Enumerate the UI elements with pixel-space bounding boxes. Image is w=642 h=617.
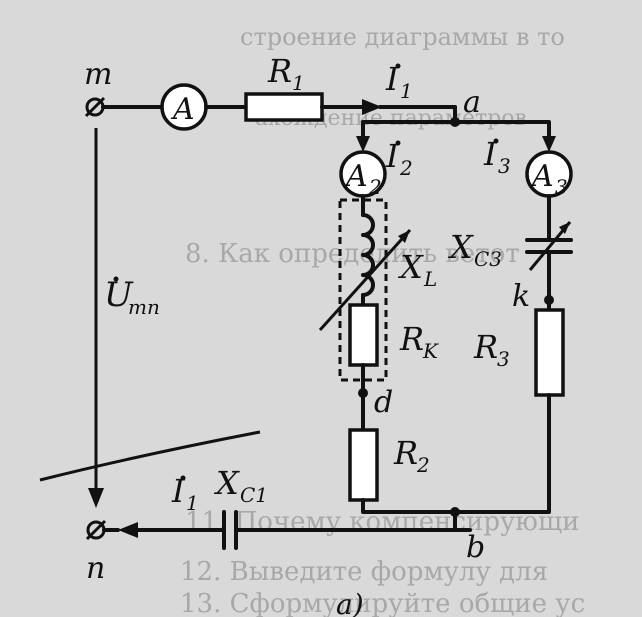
label-a: a bbox=[463, 85, 481, 120]
I1-bottom-dot bbox=[180, 475, 186, 481]
label-I2-sub: 2 bbox=[399, 156, 413, 180]
label-R2: R bbox=[393, 434, 418, 472]
label-Umn: U bbox=[104, 275, 134, 315]
bg-text-5: 12. Выведите формулу для bbox=[180, 557, 548, 587]
bg-text-3: 8. Как определить ветот bbox=[185, 239, 520, 269]
voltage-arrow bbox=[39, 128, 261, 508]
label-b: b bbox=[466, 530, 485, 565]
variable-inductor-arrow bbox=[318, 228, 412, 332]
label-I1-top: I bbox=[385, 60, 400, 98]
label-R3-sub: 3 bbox=[497, 347, 510, 371]
label-XL: X bbox=[397, 248, 424, 286]
label-m: m bbox=[84, 57, 112, 92]
I2-dot bbox=[395, 140, 401, 146]
label-XC3-sub: C3 bbox=[474, 247, 502, 271]
label-RK: R bbox=[399, 320, 424, 358]
inductor-XL bbox=[361, 213, 375, 297]
label-XC1: X bbox=[213, 464, 240, 502]
label-R1: R bbox=[267, 52, 292, 90]
ammeter-A2-sub: 2 bbox=[368, 175, 382, 199]
middle-branch bbox=[318, 150, 457, 514]
bg-text-6: 13. Сформулируйте общие ус bbox=[180, 589, 585, 617]
ammeter-A3-label: A bbox=[529, 159, 554, 194]
current-I3-arrow-icon bbox=[542, 136, 556, 152]
terminal-n bbox=[86, 520, 106, 540]
ammeter-A3-sub: 3 bbox=[555, 175, 568, 199]
label-I1-top-sub: 1 bbox=[400, 79, 413, 103]
label-I3: I bbox=[483, 135, 498, 173]
I3-dot bbox=[493, 138, 499, 144]
pencil-mark bbox=[39, 430, 261, 482]
resistor-R2 bbox=[348, 428, 379, 502]
wire-R2-b bbox=[361, 498, 457, 514]
label-d: d bbox=[374, 385, 393, 420]
current-I1-arrow-icon bbox=[362, 99, 382, 115]
node-k-dot bbox=[544, 295, 554, 305]
top-branch bbox=[84, 83, 460, 131]
wire-R3-b bbox=[453, 393, 551, 514]
terminal-m-slash bbox=[84, 96, 106, 118]
coil-enclosure bbox=[338, 198, 388, 382]
bottom-branch bbox=[85, 507, 472, 550]
label-I3-sub: 3 bbox=[498, 154, 511, 178]
label-Umn-sub: mn bbox=[128, 295, 160, 319]
label-XL-sub: L bbox=[423, 267, 437, 291]
I1-top-dot bbox=[395, 63, 401, 69]
label-n: n bbox=[86, 551, 105, 586]
resistor-R1 bbox=[244, 92, 324, 122]
label-k: k bbox=[512, 279, 530, 314]
split-a bbox=[356, 120, 556, 152]
figure-caption: a) bbox=[336, 588, 364, 617]
label-XC3: X bbox=[447, 228, 474, 266]
current-I2-arrow-icon bbox=[356, 136, 370, 152]
label-I1-bottom-sub: 1 bbox=[186, 491, 199, 515]
label-I2: I bbox=[385, 137, 400, 175]
label-R1-sub: 1 bbox=[292, 71, 305, 95]
voltage-Umn-arrow-icon bbox=[88, 488, 104, 508]
background-text: строение диаграммы в то ахождение параме… bbox=[180, 23, 585, 617]
label-R3: R bbox=[473, 328, 498, 366]
current-I1-bottom-arrow-icon bbox=[118, 522, 138, 538]
label-XC1-sub: C1 bbox=[240, 483, 268, 507]
variable-cap-arrow-head-icon bbox=[559, 222, 570, 234]
right-branch bbox=[453, 150, 573, 514]
ammeter-A2-label: A bbox=[343, 159, 368, 194]
variable-arrow-head-icon bbox=[398, 230, 410, 243]
terminal-n-slash bbox=[85, 519, 107, 541]
resistor-RK bbox=[348, 303, 379, 367]
ammeter-A-label: A bbox=[170, 92, 195, 127]
label-RK-sub: K bbox=[422, 339, 439, 363]
Umn-dot bbox=[113, 276, 119, 282]
bg-text-1: строение диаграммы в то bbox=[240, 23, 565, 51]
label-R2-sub: 2 bbox=[416, 453, 430, 477]
resistor-R3 bbox=[534, 308, 565, 397]
label-I1-bottom: I bbox=[171, 472, 186, 510]
